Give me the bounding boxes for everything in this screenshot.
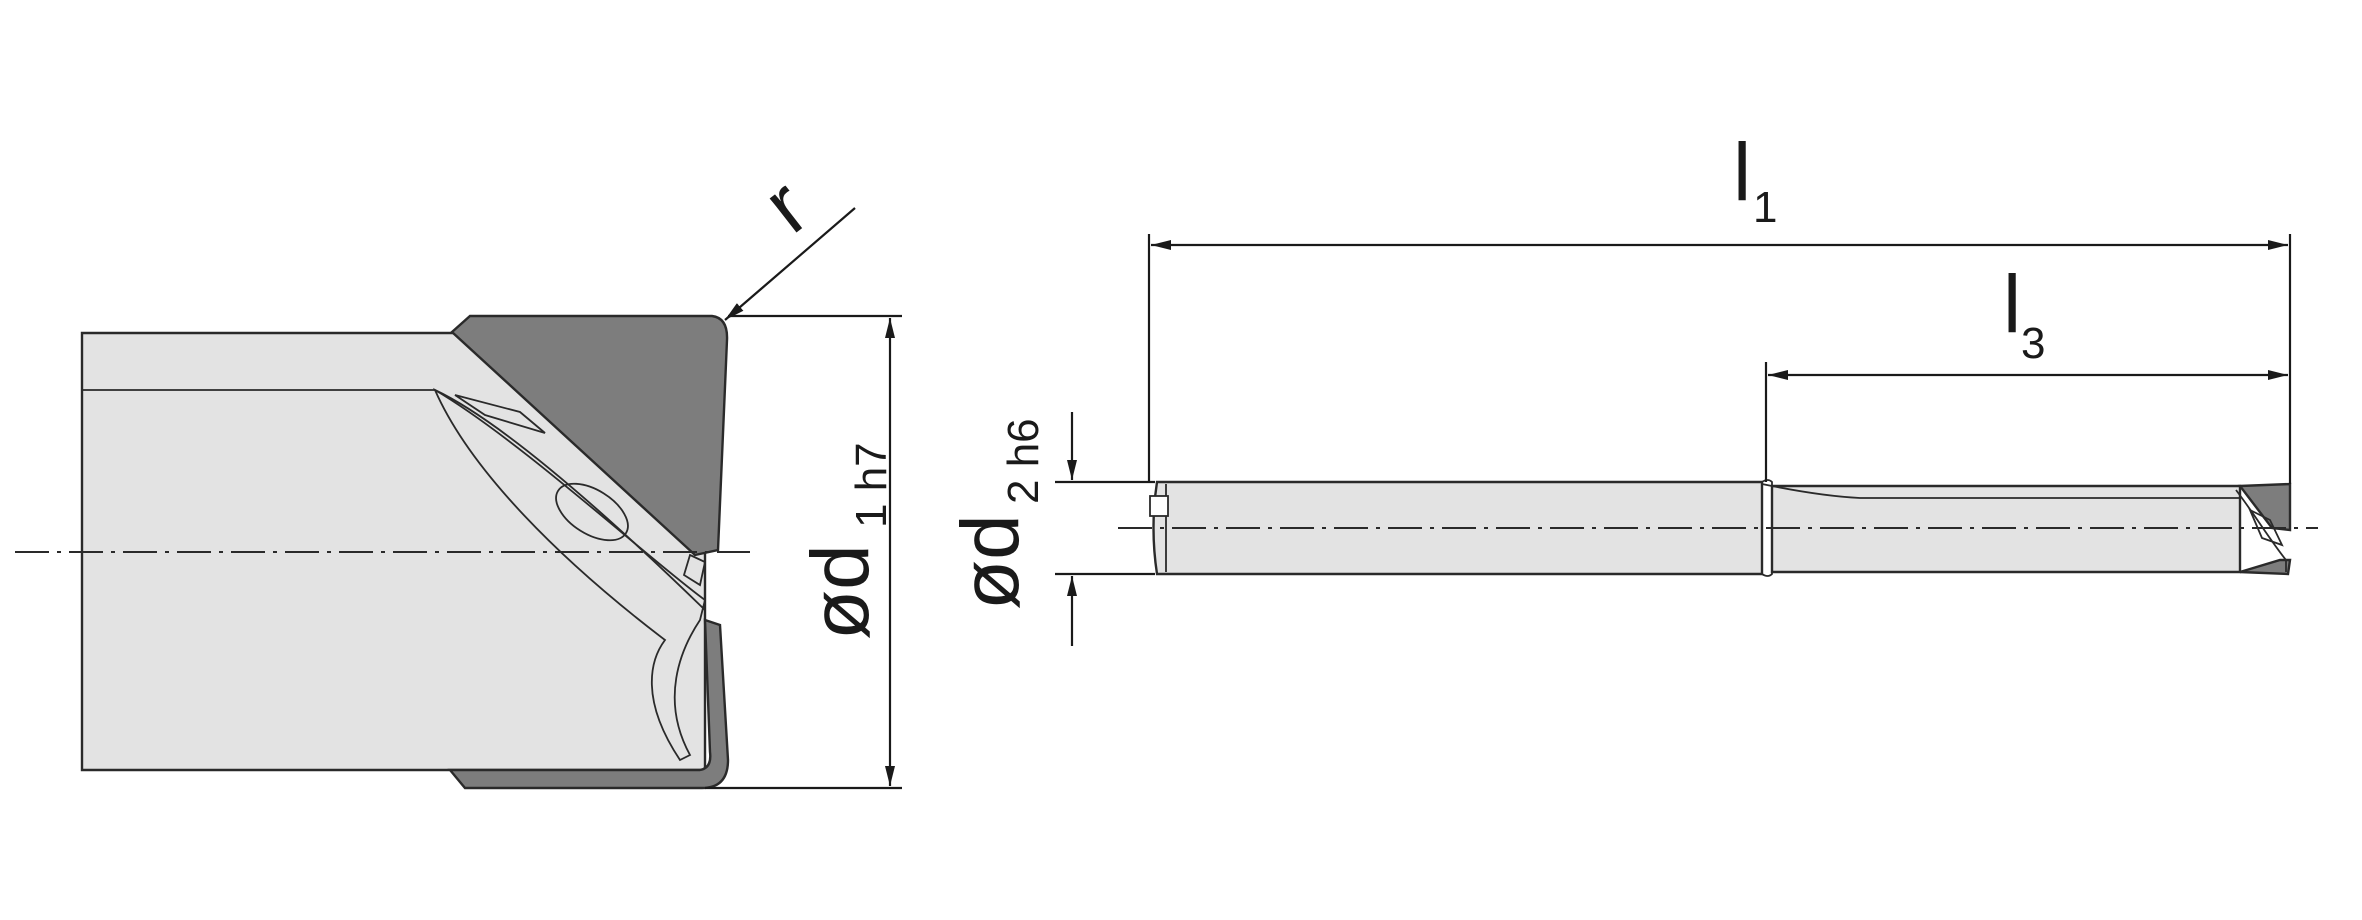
tip-insert-lower [2239,558,2292,576]
svg-text:ød: ød [945,514,1036,610]
l1-label: l 1 [1733,127,1777,232]
tip-detail [682,553,707,587]
coolant-hole [555,482,629,542]
neck-contour [1761,483,2240,499]
shank-flat [1149,495,1169,517]
l3-label: l 3 [2003,259,2045,368]
svg-text:3: 3 [2021,319,2045,368]
svg-text:ød: ød [795,544,886,640]
insert-bottom [447,618,730,790]
svg-text:1: 1 [1753,183,1777,232]
full-view: l 1 l 3 ød 2 h6 [945,127,2318,646]
svg-text:l: l [1733,127,1751,218]
tip-face [2235,489,2287,572]
svg-text:2 h6: 2 h6 [999,418,1048,504]
svg-text:l: l [2003,259,2021,350]
d2-label: ød 2 h6 [945,418,1048,610]
d1-label: ød 1 h7 [795,442,896,640]
flute-edge [82,389,706,611]
detail-view: r ød 1 h7 [15,162,902,790]
tip-insert [2237,482,2292,532]
chip-face [433,387,707,762]
radius-leader [724,207,856,321]
svg-text:1 h7: 1 h7 [847,442,896,528]
insert-wedge [454,394,546,434]
radius-label: r [747,162,825,251]
